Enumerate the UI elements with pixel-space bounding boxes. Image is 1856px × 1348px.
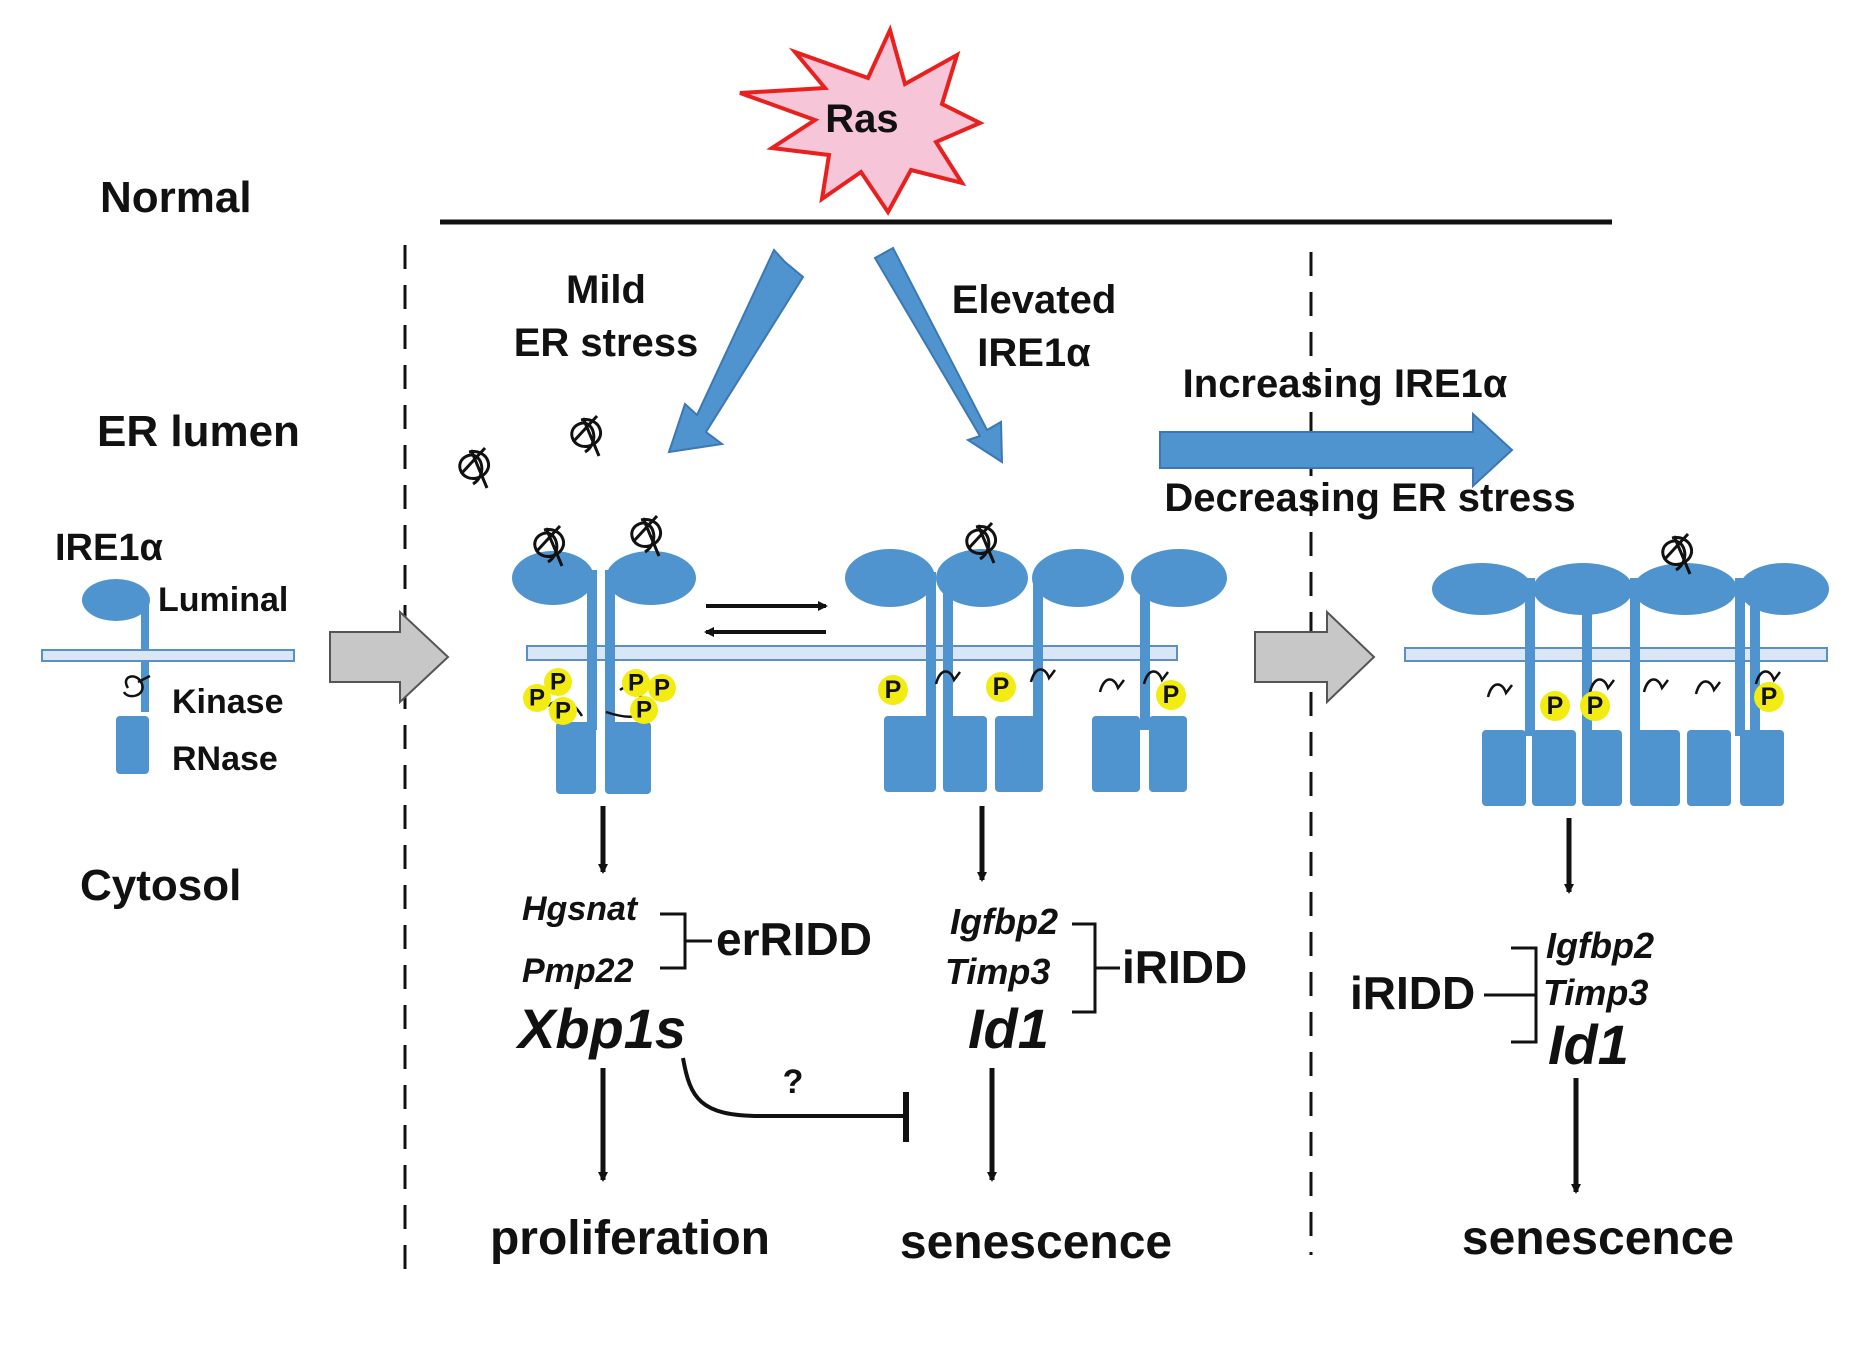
phospho-group-mild-left: P P P [523,668,577,725]
gene-timp3-right: Timp3 [1543,972,1648,1013]
outcome-senescence-elevated: senescence [900,1216,1172,1269]
group-errIDD: erRIDD [716,913,872,965]
legend-luminal-domain [82,579,150,621]
ire1-dimer-mild [512,551,696,794]
decreasing-label: Decreasing ER stress [1164,476,1575,520]
kinase-loop-icon [1694,680,1722,696]
legend-title: IRE1α [55,527,163,569]
gene-id1-right: Id1 [1548,1013,1629,1076]
svg-text:P: P [885,676,902,704]
group-iRIDD-elevated: iRIDD [1122,941,1247,993]
membrane-mild [526,645,1178,661]
svg-text:P: P [555,698,571,725]
svg-text:P: P [1587,692,1604,720]
mild-label-line1: Mild [566,268,646,312]
legend-kinase-label: Kinase [172,683,284,721]
svg-text:P: P [1547,692,1564,720]
legend-membrane [41,649,295,662]
gene-pmp22: Pmp22 [522,952,634,990]
svg-text:P: P [1761,683,1778,711]
phospho-group-mild-right: P P P [622,669,676,724]
legend-rnase-domain [116,716,149,774]
inhibition-line [681,1057,906,1118]
blue-arrow-mild [667,248,805,454]
question-mark: ? [783,1063,804,1101]
kinase-loop-icon [1486,683,1514,699]
legend-luminal-label: Luminal [158,581,288,619]
gene-xbp1s: Xbp1s [515,997,686,1060]
gene-hgsnat: Hgsnat [522,890,639,928]
bracket-right [1484,946,1538,1044]
svg-text:P: P [993,673,1010,701]
ras-burst [739,24,985,216]
blue-arrow-elevated [873,246,1004,464]
misfolded-protein-icon [630,514,663,558]
ire1-oligomer-elevated [845,549,1227,792]
misfolded-protein-icon [570,414,603,458]
bracket-mild [660,912,712,970]
legend-kinase-loop [122,674,151,698]
group-iRIDD-right: iRIDD [1350,967,1475,1019]
gene-timp3: Timp3 [945,951,1050,992]
elevated-label-line2: IRE1α [977,331,1091,375]
increasing-label: Increasing IRE1α [1183,362,1508,406]
gene-id1: Id1 [968,997,1049,1060]
legend-rnase-label: RNase [172,740,278,778]
ras-label: Ras [825,97,898,141]
elevated-label-line1: Elevated [952,278,1117,322]
svg-text:P: P [636,697,652,724]
gray-arrow-right [1254,609,1376,705]
phospho-group-elevated: P P P [878,672,1186,710]
label-er-lumen: ER lumen [97,407,300,456]
svg-text:P: P [654,675,670,702]
membrane-right [1404,647,1828,662]
label-cytosol: Cytosol [80,861,241,910]
phospho-group-right: P P P [1540,682,1784,721]
kinase-loop-icon [1098,678,1126,694]
kinase-loop-icon [1642,678,1670,694]
misfolded-protein-icon [458,446,491,490]
bracket-elevated [1072,922,1120,1014]
svg-text:P: P [529,685,545,712]
blue-arrow-increasing [1159,411,1514,489]
svg-text:P: P [1163,681,1180,709]
ire1-oligomer-right [1432,563,1829,806]
gray-arrow-left [329,609,450,705]
kinase-loop-icon [1588,678,1616,694]
label-normal: Normal [100,173,252,222]
mild-label-line2: ER stress [514,321,699,365]
gene-igfbp2-right: Igfbp2 [1546,925,1654,966]
outcome-senescence-right: senescence [1462,1212,1734,1265]
gene-igfbp2: Igfbp2 [950,901,1058,942]
outcome-proliferation: proliferation [490,1212,770,1265]
svg-text:P: P [628,670,644,697]
svg-text:P: P [550,669,566,696]
